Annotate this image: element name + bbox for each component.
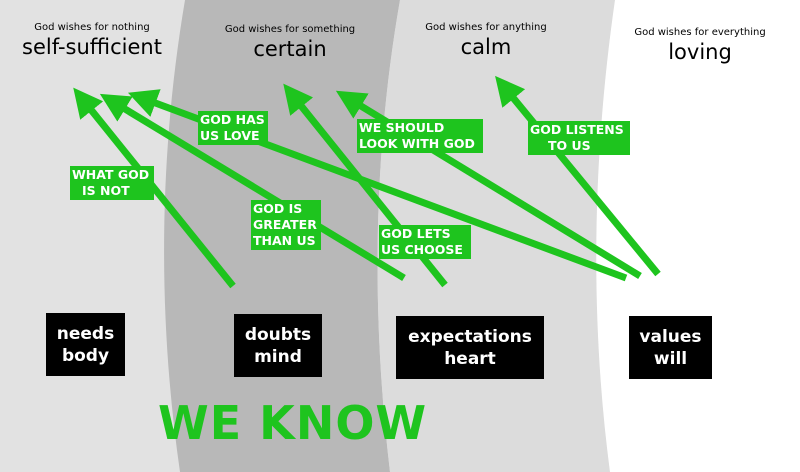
column-caption: God wishes for everything xyxy=(634,27,766,38)
note-line: THAN US xyxy=(253,233,316,248)
box-values-will: values will xyxy=(629,316,712,379)
arrow-god-is-greater xyxy=(99,93,406,281)
note-line: TO US xyxy=(548,138,591,153)
note-line: GOD HAS xyxy=(200,112,265,127)
we-know-heading: WE KNOW xyxy=(158,396,428,450)
column-title: self-sufficient xyxy=(22,35,162,59)
column-self-sufficient: God wishes for nothing self-sufficient xyxy=(0,22,192,59)
box-line: doubts xyxy=(244,324,312,345)
box-line: will xyxy=(653,348,688,369)
column-caption: God wishes for something xyxy=(224,24,356,35)
note-line: LOOK WITH GOD xyxy=(359,136,475,151)
note-line: WE SHOULD xyxy=(359,120,445,135)
column-title: calm xyxy=(460,35,512,59)
note-what-god-is-not: WHAT GOD IS NOT xyxy=(70,166,154,200)
note-line: US LOVE xyxy=(200,128,260,143)
note-god-is-greater: GOD IS GREATER THAN US xyxy=(251,200,321,250)
note-line: GREATER xyxy=(253,217,317,232)
box-doubts-mind: doubts mind xyxy=(234,314,322,377)
note-line: WHAT GOD xyxy=(72,167,150,182)
note-god-listens-to-us: GOD LISTENS TO US xyxy=(528,121,630,155)
column-loving: God wishes for everything loving xyxy=(600,27,800,64)
column-caption: God wishes for anything xyxy=(425,22,547,33)
note-god-has-us-love: GOD HAS US LOVE xyxy=(198,111,268,145)
arrow-what-god-is-not xyxy=(73,87,236,289)
note-line: GOD IS xyxy=(253,201,303,216)
box-line: mind xyxy=(254,346,302,367)
note-line: GOD LETS xyxy=(381,226,451,241)
column-calm: God wishes for anything calm xyxy=(386,22,586,59)
box-line: body xyxy=(61,345,110,366)
box-line: heart xyxy=(444,348,496,369)
column-certain: God wishes for something certain xyxy=(190,24,390,61)
column-title: certain xyxy=(253,37,327,61)
box-line: needs xyxy=(56,323,115,344)
column-title: loving xyxy=(668,40,732,64)
note-line: GOD LISTENS xyxy=(530,122,624,137)
box-needs-body: needs body xyxy=(46,313,125,376)
column-caption: God wishes for nothing xyxy=(34,22,150,33)
note-we-should-look-with-god: WE SHOULD LOOK WITH GOD xyxy=(357,119,483,153)
box-line: expectations xyxy=(408,326,532,347)
box-expectations-heart: expectations heart xyxy=(396,316,544,379)
note-god-lets-us-choose: GOD LETS US CHOOSE xyxy=(379,225,471,259)
note-line: IS NOT xyxy=(82,183,130,198)
box-line: values xyxy=(639,326,702,347)
note-line: US CHOOSE xyxy=(381,242,463,257)
